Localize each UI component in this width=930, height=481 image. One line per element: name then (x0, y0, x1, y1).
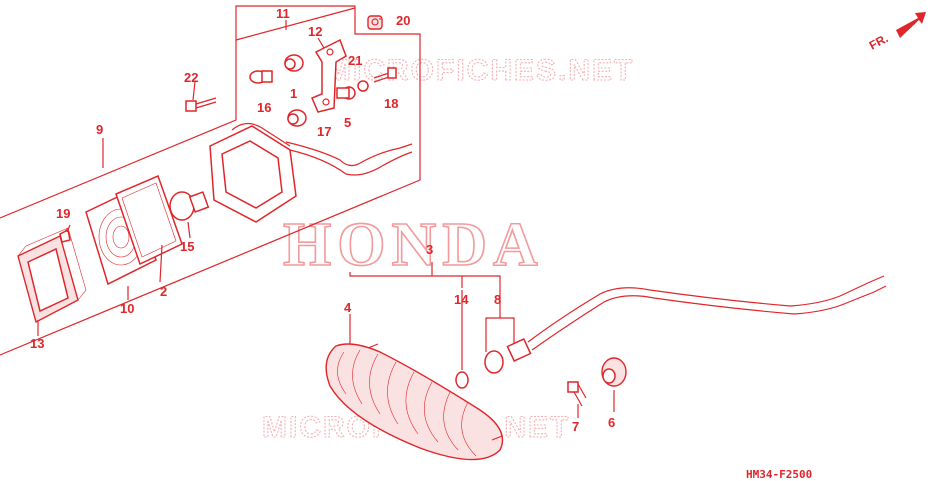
part-16-grommet (249, 70, 273, 84)
part-21-washer (357, 80, 369, 92)
callout-16: 16 (257, 100, 271, 115)
callout-1: 1 (290, 86, 297, 101)
site-watermark-top: MICROFICHES.NET (326, 54, 634, 87)
leader-lines (37, 18, 615, 418)
part-8-socket (484, 290, 532, 374)
callout-10: 10 (120, 301, 134, 316)
part-13-lens-frame (17, 227, 87, 324)
honda-watermark: HONDA (283, 211, 544, 279)
part-19-screw (59, 228, 71, 243)
part-1-cushion (284, 54, 304, 72)
part-14-bulb (455, 290, 469, 389)
callout-20: 20 (396, 13, 410, 28)
callout-13: 13 (30, 336, 44, 351)
callout-5: 5 (344, 115, 351, 130)
callout-9: 9 (96, 122, 103, 137)
part-22-screw (185, 97, 217, 112)
callout-2: 2 (160, 284, 167, 299)
callout-19: 19 (56, 206, 70, 221)
callout-numbers: 1 2 3 4 5 6 7 8 9 10 11 12 13 14 15 16 1… (30, 6, 615, 434)
part-4-lamp-body (325, 343, 504, 461)
part-2-gasket (115, 174, 183, 266)
part-7-bolt (567, 381, 587, 407)
front-direction-arrow: FR. (867, 12, 926, 53)
callout-7: 7 (572, 419, 579, 434)
direction-label: FR. (867, 31, 891, 52)
part-5-collar (336, 86, 356, 100)
part-20-nut (367, 15, 383, 30)
callout-18: 18 (384, 96, 398, 111)
part-18-bolt (373, 67, 397, 83)
part-15-bulb (169, 191, 210, 221)
wire-harness (527, 275, 887, 351)
callout-11: 11 (276, 6, 290, 21)
part-12-bracket (311, 38, 347, 113)
callout-17: 17 (317, 124, 331, 139)
callout-21: 21 (348, 53, 362, 68)
arrow-icon (896, 12, 926, 38)
callout-14: 14 (454, 292, 469, 307)
callout-15: 15 (180, 239, 194, 254)
part-3-group-lines (349, 262, 501, 290)
part-6-cushion (601, 357, 627, 387)
callout-6: 6 (608, 415, 615, 430)
tail-light-assembly-frame (0, 5, 421, 356)
callout-8: 8 (494, 292, 501, 307)
diagram-code: HM34-F2500 (746, 468, 812, 481)
callout-3: 3 (426, 242, 433, 257)
housing-base (209, 122, 413, 223)
callout-12: 12 (308, 24, 322, 39)
callout-22: 22 (184, 70, 198, 85)
callout-4: 4 (344, 300, 352, 315)
part-17-cushion (287, 109, 307, 127)
